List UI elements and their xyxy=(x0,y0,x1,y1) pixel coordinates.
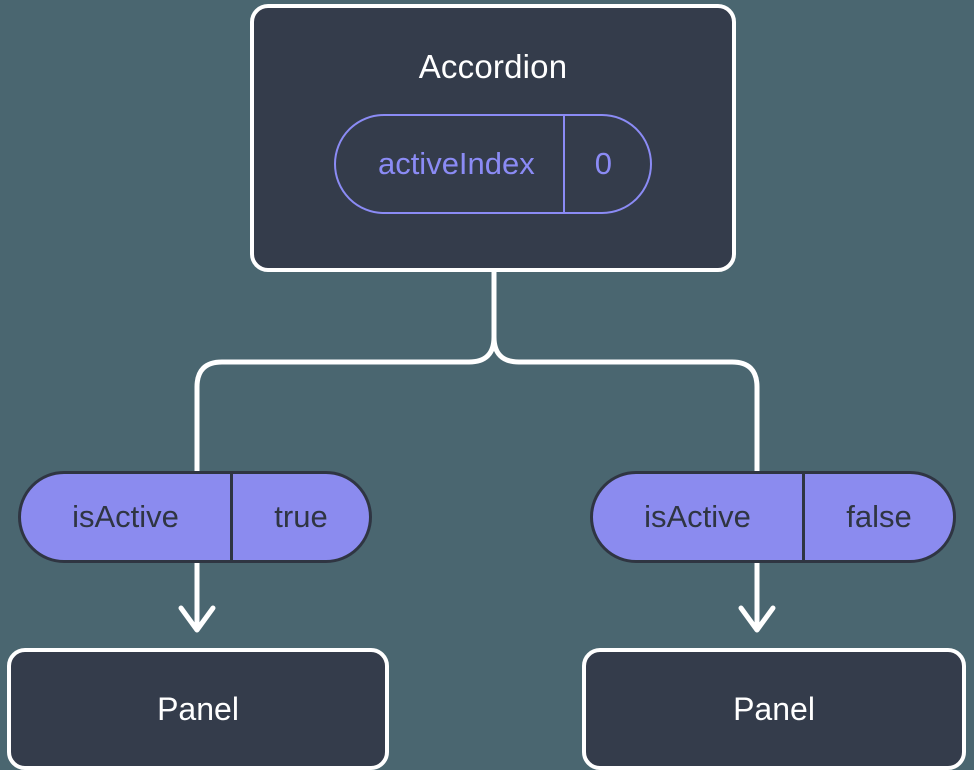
arrowhead-right xyxy=(738,605,776,633)
panel-right-title: Panel xyxy=(733,691,815,727)
connector-branch-right xyxy=(491,334,760,474)
accordion-title: Accordion xyxy=(418,48,568,85)
accordion-node[interactable]: Accordion activeIndex 0 xyxy=(250,4,736,272)
activeindex-value: 0 xyxy=(594,146,613,181)
isactive-true-key: isActive xyxy=(21,474,233,560)
connector-branch-left xyxy=(194,334,497,474)
isactive-true-pill[interactable]: isActive true xyxy=(18,471,372,563)
activeindex-key: activeIndex xyxy=(336,116,565,212)
isactive-false-key: isActive xyxy=(593,474,805,560)
panel-node-left[interactable]: Panel xyxy=(7,648,389,770)
panel-node-right[interactable]: Panel xyxy=(582,648,966,770)
activeindex-state-pill[interactable]: activeIndex 0 xyxy=(333,114,653,214)
isactive-true-value: true xyxy=(274,499,328,534)
panel-left-title: Panel xyxy=(157,691,239,727)
isactive-false-value: false xyxy=(846,499,912,534)
arrowhead-left xyxy=(178,605,216,633)
isactive-false-pill[interactable]: isActive false xyxy=(590,471,956,563)
